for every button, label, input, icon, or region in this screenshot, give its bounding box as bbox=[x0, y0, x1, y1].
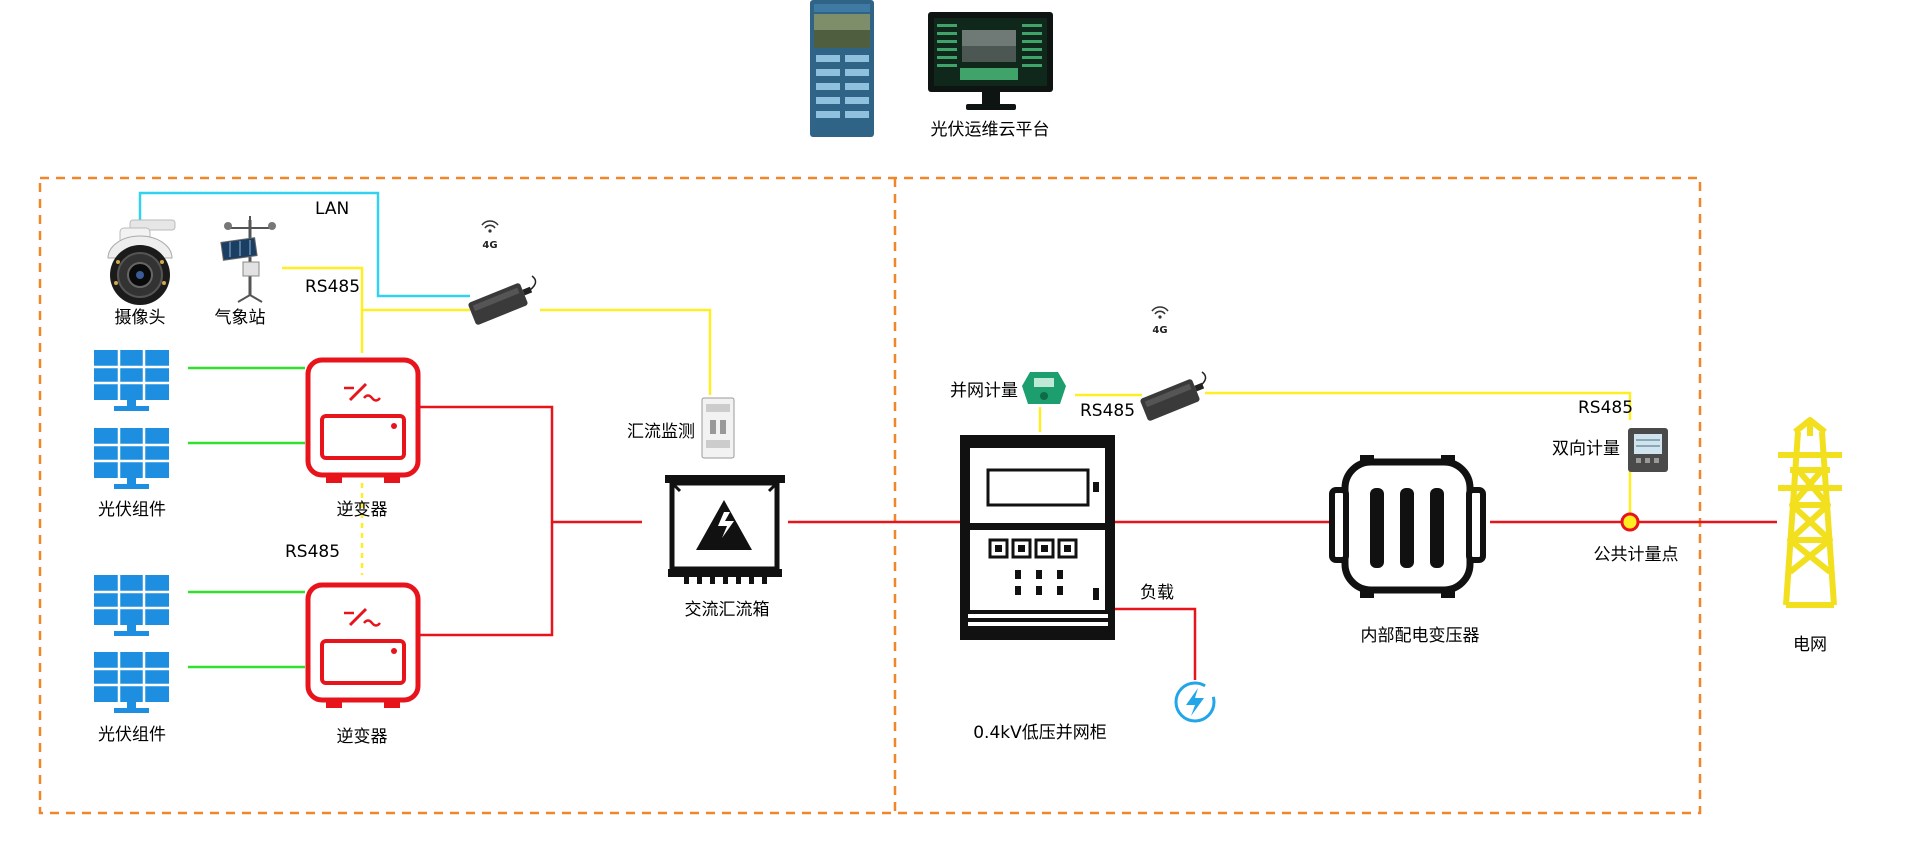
camera-label: 摄像头 bbox=[115, 308, 166, 328]
cloud-platform-label: 光伏运维云平台 bbox=[931, 120, 1050, 140]
gateway-4g-left-text: 4G bbox=[482, 240, 497, 251]
ac-wire-inverter-1 bbox=[415, 405, 642, 524]
load-lightning-icon bbox=[1174, 681, 1216, 723]
monitor-icon bbox=[928, 12, 1053, 110]
grid-meter-label: 并网计量 bbox=[950, 381, 1018, 401]
lan-wire bbox=[138, 191, 470, 298]
pv-module-label-1: 光伏组件 bbox=[98, 500, 166, 520]
rs485-far-right-label: RS485 bbox=[1578, 398, 1633, 418]
gateway-4g-right-text: 4G bbox=[1152, 325, 1167, 336]
rs485-wire-gateway-bimeter bbox=[1205, 391, 1632, 420]
grid-tower-icon bbox=[1778, 417, 1842, 608]
bidirectional-meter-icon bbox=[1628, 428, 1668, 472]
rs485-wire-gateway-combiner bbox=[540, 308, 712, 395]
solar-panel-icon-2 bbox=[92, 426, 171, 491]
rs485-mid-label: RS485 bbox=[285, 542, 340, 562]
lv-cabinet-icon bbox=[960, 435, 1115, 640]
mobile-app-icon bbox=[810, 0, 874, 137]
transformer-label: 内部配电变压器 bbox=[1361, 626, 1480, 646]
lv-cabinet-label: 0.4kV低压并网柜 bbox=[973, 723, 1107, 743]
site-boundary-box bbox=[38, 176, 1702, 815]
pcc-point-marker bbox=[1620, 512, 1640, 532]
combiner-monitor-label: 汇流监测 bbox=[627, 422, 695, 442]
rs485-right-label: RS485 bbox=[1080, 401, 1135, 421]
rs485-top-label: RS485 bbox=[305, 277, 360, 297]
gateway-4g-right-icon: 4G bbox=[1140, 306, 1207, 421]
ac-combiner-box-label: 交流汇流箱 bbox=[685, 600, 770, 620]
transformer-icon bbox=[1329, 455, 1486, 598]
load-label: 负载 bbox=[1140, 583, 1174, 603]
pcc-label: 公共计量点 bbox=[1594, 545, 1679, 565]
rs485-wire-weather bbox=[282, 266, 364, 353]
solar-panel-icon-4 bbox=[92, 650, 171, 715]
ac-wire-inverter-2 bbox=[415, 522, 554, 637]
camera-icon bbox=[107, 219, 176, 305]
combiner-monitor-icon bbox=[701, 397, 735, 459]
weather-station-label: 气象站 bbox=[215, 308, 266, 328]
solar-panel-icon-1 bbox=[92, 348, 171, 413]
inverter-icon-2 bbox=[308, 585, 418, 708]
gateway-4g-left-icon: 4G bbox=[468, 220, 537, 325]
ac-combiner-box-icon bbox=[665, 475, 785, 584]
solar-panel-icon-3 bbox=[92, 573, 171, 638]
ac-wire-load bbox=[1115, 607, 1197, 680]
inverter-label-2: 逆变器 bbox=[337, 727, 388, 747]
lan-label: LAN bbox=[315, 199, 349, 219]
grid-meter-icon bbox=[1022, 372, 1066, 404]
weather-station-icon bbox=[220, 216, 276, 303]
inverter-icon-1 bbox=[308, 360, 418, 483]
pv-module-label-2: 光伏组件 bbox=[98, 725, 166, 745]
inverter-label-1: 逆变器 bbox=[337, 500, 388, 520]
grid-label: 电网 bbox=[1793, 635, 1827, 655]
bidirectional-meter-label: 双向计量 bbox=[1552, 439, 1620, 459]
